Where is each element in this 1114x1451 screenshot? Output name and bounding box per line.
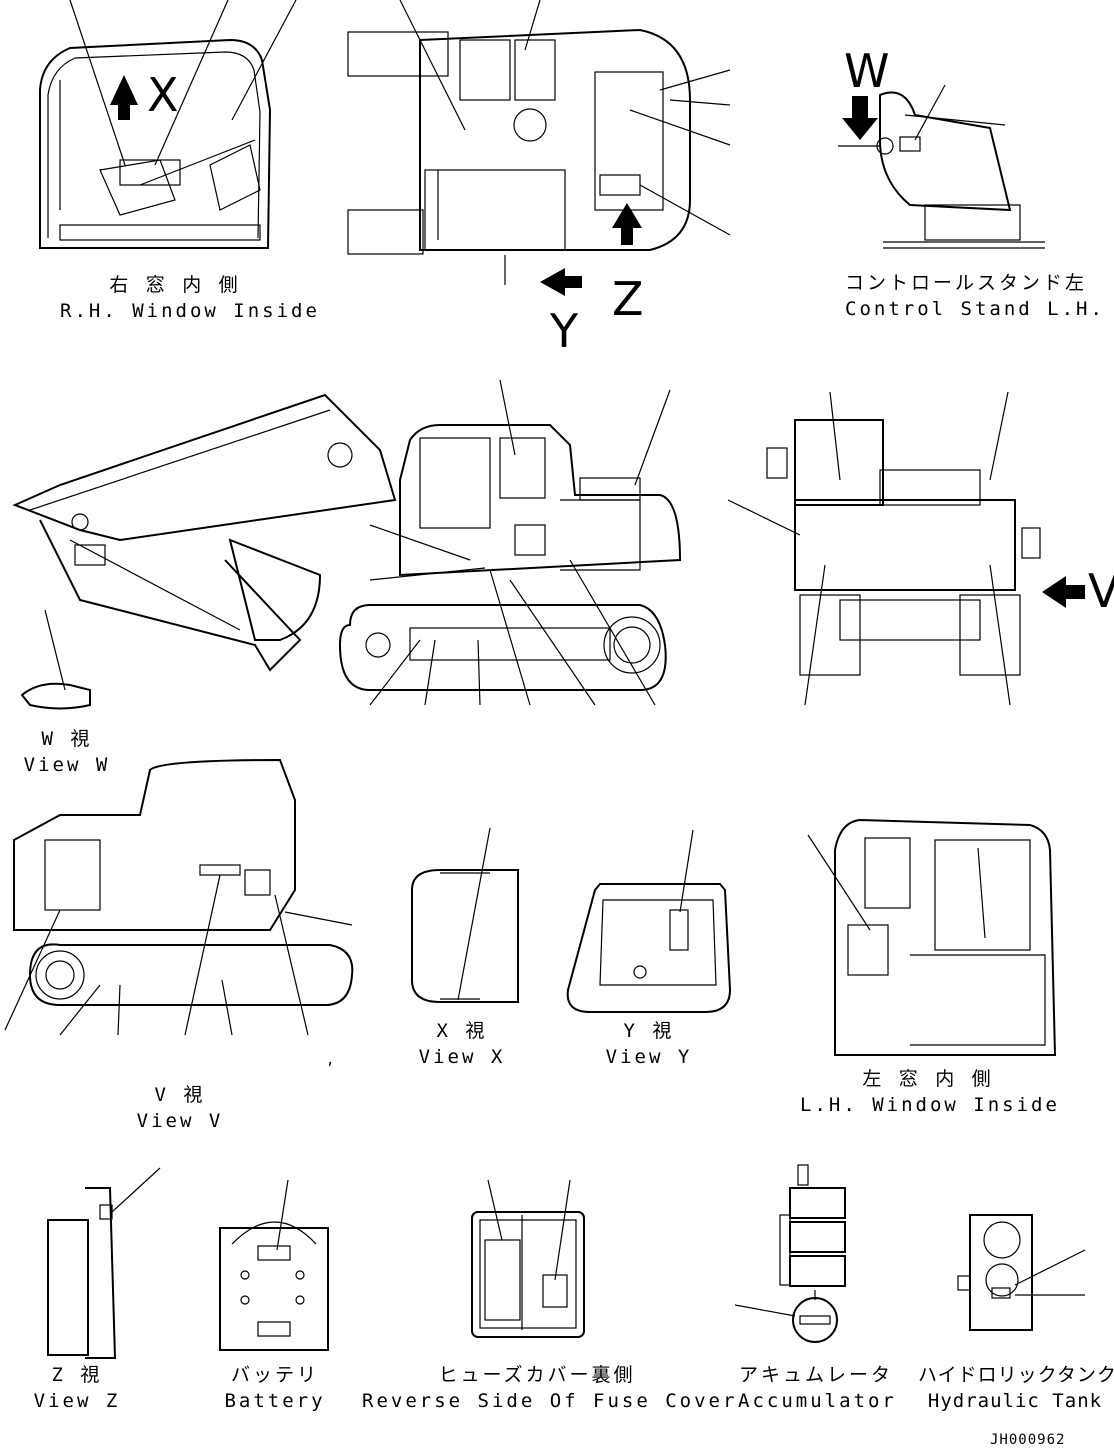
fuse-cover-label: ヒューズカバー裏側 Reverse Side Of Fuse Cover xyxy=(362,1362,738,1414)
arrow-letter-v: V xyxy=(1088,564,1114,618)
fuse-cover-label-jp: ヒューズカバー裏側 xyxy=(438,1364,636,1386)
hydraulic-tank-drawing xyxy=(957,1214,1086,1331)
view-x-drawing xyxy=(411,827,519,1003)
rh-window-view xyxy=(39,0,297,249)
hydraulic-tank-label: ハイドロリックタンク Hydraulic Tank xyxy=(918,1362,1114,1414)
lh-window-label-en: L.H. Window Inside xyxy=(800,1094,1060,1116)
rh-window-label-jp: 右 窓 内 側 xyxy=(109,274,241,296)
view-w-label-en: View W xyxy=(23,754,111,776)
stray-mark: , xyxy=(326,1052,336,1068)
hydraulic-tank-label-en: Hydraulic Tank xyxy=(927,1390,1103,1412)
view-y-label-jp: Y 視 xyxy=(623,1020,675,1042)
lh-window-drawing xyxy=(807,818,1057,1056)
arrow-x-up xyxy=(110,75,138,120)
view-x-label-en: View X xyxy=(418,1046,506,1068)
arrow-letter-z: Z xyxy=(612,272,644,326)
accumulator-label: アキュムレータ Accumulator xyxy=(738,1362,894,1414)
lh-window-label: 左 窓 内 側 L.H. Window Inside xyxy=(800,1066,1060,1118)
view-x-label-jp: X 視 xyxy=(436,1020,488,1042)
view-v-label: V 視 View V xyxy=(128,1082,232,1134)
battery-label: バッテリ Battery xyxy=(210,1362,340,1414)
view-z-drawing xyxy=(47,1167,161,1359)
excavator-side-view xyxy=(12,379,682,710)
battery-drawing xyxy=(219,1179,329,1351)
arrow-letter-x: X xyxy=(147,68,179,122)
fuse-cover-label-en: Reverse Side Of Fuse Cover xyxy=(362,1390,738,1412)
accumulator-drawing xyxy=(734,1164,846,1343)
view-y-label-en: View Y xyxy=(605,1046,693,1068)
control-stand-view xyxy=(838,84,1045,249)
battery-label-jp: バッテリ xyxy=(230,1364,319,1386)
fuse-cover-drawing xyxy=(471,1179,585,1338)
control-stand-label-jp: コントロールスタンド左 xyxy=(845,272,1088,294)
view-x-label: X 視 View X xyxy=(410,1018,514,1070)
rh-window-label-en: R.H. Window Inside xyxy=(60,300,320,322)
view-w-label: W 視 View W xyxy=(15,726,119,778)
view-z-label-en: View Z xyxy=(33,1390,121,1412)
accumulator-label-en: Accumulator xyxy=(738,1390,897,1412)
arrow-y-left xyxy=(540,268,582,296)
arrow-letter-y: Y xyxy=(550,304,579,358)
hydraulic-tank-label-jp: ハイドロリックタンク xyxy=(918,1364,1114,1386)
view-w-label-jp: W 視 xyxy=(41,728,93,750)
arrow-letter-w: W xyxy=(844,44,890,98)
control-stand-label-en: Control Stand L.H. xyxy=(845,298,1105,320)
arrow-v-left xyxy=(1042,576,1085,608)
view-y-label: Y 視 View Y xyxy=(597,1018,701,1070)
drawing-code: JH000962 xyxy=(990,1432,1066,1448)
view-y-drawing xyxy=(566,829,732,1013)
accumulator-label-jp: アキュムレータ xyxy=(738,1364,893,1386)
rear-view xyxy=(727,391,1085,706)
arrow-w-down xyxy=(842,96,878,140)
lh-window-label-jp: 左 窓 内 側 xyxy=(862,1068,994,1090)
view-z-label: Z 視 View Z xyxy=(25,1362,129,1414)
view-z-label-jp: Z 視 xyxy=(51,1364,103,1386)
control-stand-label: コントロールスタンド左 Control Stand L.H. xyxy=(845,270,1105,322)
view-v-label-en: View V xyxy=(136,1110,224,1132)
view-v-label-jp: V 視 xyxy=(154,1084,206,1106)
top-view xyxy=(347,0,731,296)
battery-label-en: Battery xyxy=(224,1390,326,1412)
arrow-z-up xyxy=(612,203,642,245)
view-v-drawing xyxy=(4,758,354,1036)
rh-window-label: 右 窓 内 側 R.H. Window Inside xyxy=(60,272,320,324)
